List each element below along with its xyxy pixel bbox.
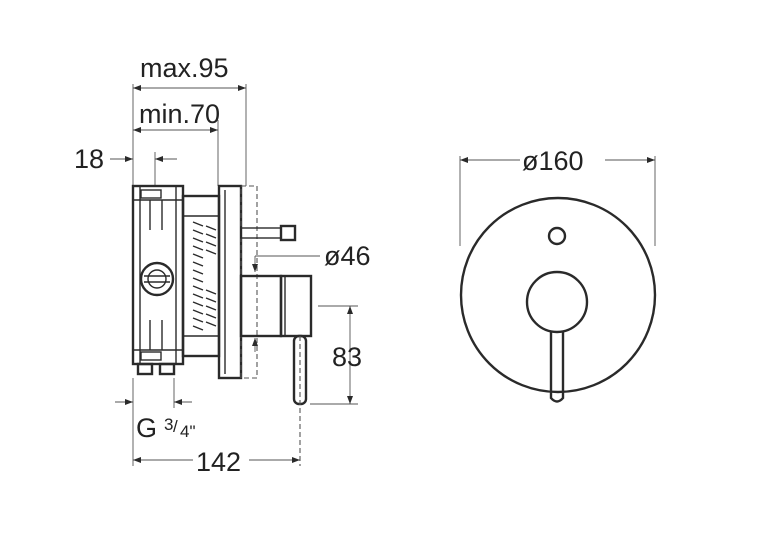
thread-fraction-numerator: 3	[164, 415, 173, 434]
dimension-max-95: max.95	[132, 53, 247, 186]
spout-diameter-label: ø46	[324, 241, 371, 271]
thread-fraction-slash: /	[173, 417, 178, 436]
max-depth-label: max.95	[140, 53, 229, 83]
mounting-ribs	[181, 194, 221, 358]
side-view: max.95 min.70 18	[74, 53, 371, 477]
plate-diameter-label: ø160	[522, 146, 584, 176]
handle-hub	[525, 270, 589, 334]
diverter-pin	[240, 224, 297, 242]
overall-depth-label: 142	[196, 447, 241, 477]
dimension-142: 142	[133, 444, 300, 477]
wall-flange	[217, 184, 258, 380]
dimension-ø46: ø46	[252, 241, 371, 352]
lever-handle-front	[549, 331, 565, 403]
min-depth-label: min.70	[139, 99, 220, 129]
valve-body	[131, 184, 185, 376]
dimension-18: 18	[74, 144, 177, 186]
thread-g-label: G	[136, 413, 157, 443]
dimension-min-70: min.70	[133, 99, 220, 186]
handle-height-label: 83	[332, 342, 362, 372]
diverter-knob	[547, 226, 567, 246]
dimension-ø160: ø160	[459, 146, 656, 246]
front-view: ø160	[459, 146, 657, 403]
spout-cylinder	[239, 274, 313, 338]
wall-offset-label: 18	[74, 144, 104, 174]
dimension-83: 83	[310, 305, 362, 405]
thread-fraction-denominator: 4"	[180, 422, 196, 441]
cover-plate	[459, 196, 657, 394]
dimension-thread: G 3 / 4"	[115, 378, 196, 466]
